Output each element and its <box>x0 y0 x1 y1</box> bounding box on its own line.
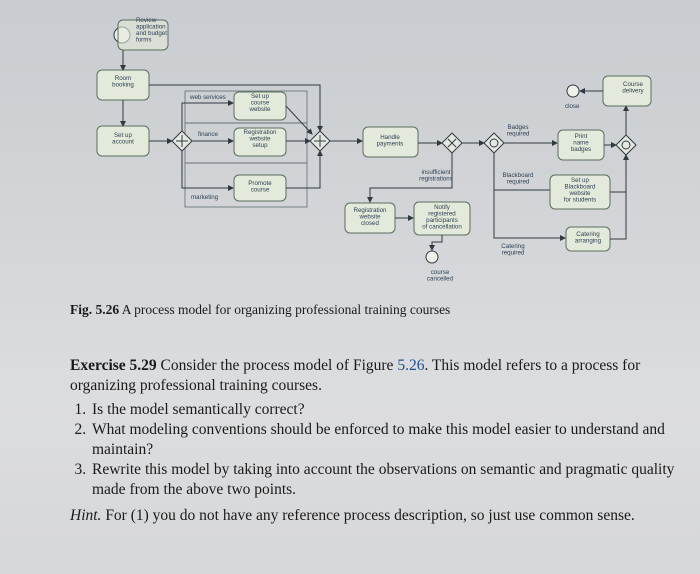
activity-handle-payments <box>362 126 419 158</box>
diagram-label-line: of cancellation <box>422 224 462 231</box>
parallel-join-gateway <box>309 130 331 152</box>
exclusive-gateway <box>441 132 463 154</box>
exercise-intro-after: . This model refers to a process for org… <box>70 357 641 394</box>
exercise-intro: Exercise 5.29 Consider the process model… <box>70 356 680 396</box>
diagram-label-line: website <box>569 190 592 197</box>
diagram-label-line: for students <box>564 197 596 204</box>
diagram-label-line: and budget <box>136 30 167 37</box>
exercise-figure-ref[interactable]: 5.26 <box>397 357 425 374</box>
figure-caption-text: A process model for organizing professio… <box>121 302 451 317</box>
diagram-label-line: arranging <box>575 238 602 245</box>
inclusive-join-gateway <box>615 134 637 156</box>
diagram-label-line: Set up <box>251 93 269 100</box>
diagram-label-line: Set up <box>114 132 132 139</box>
question-1: Is the model semantically correct? <box>90 400 680 420</box>
exercise-questions: Is the model semantically correct? What … <box>70 400 680 500</box>
diagram-label-line: required <box>507 131 530 138</box>
activity-registration-setup <box>233 127 287 157</box>
diagram-label-line: insufficient <box>421 169 450 176</box>
exercise-intro-before: Consider the process model of Figure <box>160 357 394 374</box>
lane-label-finance: finance <box>198 131 219 138</box>
diagram-label-line: participants <box>426 217 458 224</box>
exercise-hint: Hint. For (1) you do not have any refere… <box>70 506 680 526</box>
diagram-label-line: Registration <box>243 129 277 136</box>
diagram-label-line: website <box>249 106 272 113</box>
hint-label: Hint. <box>70 507 102 524</box>
end-event-close <box>566 84 580 98</box>
diagram-label-line: course <box>251 187 270 194</box>
diagram-label-line: cancelled <box>427 276 454 283</box>
diagram-label-line: course <box>431 269 450 276</box>
exercise-label: Exercise 5.29 <box>70 357 157 374</box>
diagram-label-line: Badges <box>508 124 529 131</box>
diagram-label-line: booking <box>112 82 134 89</box>
diagram-label-line: application <box>136 24 166 31</box>
diagram-label-line: registered <box>428 211 456 218</box>
exercise-block: Exercise 5.29 Consider the process model… <box>70 356 680 526</box>
diagram-label-line: registrations <box>419 176 453 183</box>
diagram-label-line: Course <box>623 81 644 88</box>
diagram-label-line: badges <box>571 146 591 153</box>
diagram-label-line: Blackboard <box>503 172 535 179</box>
diagram-label-line: required <box>502 250 525 257</box>
lane-label-web-services: web services <box>189 94 226 101</box>
lane-marketing <box>184 162 308 208</box>
figure-caption-label: Fig. 5.26 <box>70 302 120 317</box>
diagram-label-line: Handle <box>380 134 400 141</box>
hint-text: For (1) you do not have any reference pr… <box>105 507 635 524</box>
diagram-label-line: Blackboard <box>565 184 597 191</box>
diagram-label-line: Notify <box>434 204 451 211</box>
question-2: What modeling conventions should be enfo… <box>90 420 680 460</box>
diagram-label-line: payments <box>377 141 404 148</box>
diagram-label-line: forms <box>136 37 151 44</box>
diagram-label-line: setup <box>252 142 268 149</box>
diagram-label-line: Set up <box>571 177 589 184</box>
inclusive-split-gateway <box>483 132 505 154</box>
diagram-label-line: Print <box>575 133 588 140</box>
diagram-label-line: Review <box>136 17 157 24</box>
diagram-label-line: Catering <box>576 231 600 238</box>
figure-caption: Fig. 5.26 A process model for organizing… <box>70 302 450 318</box>
diagram-label-line: required <box>507 179 530 186</box>
diagram-label-line: closed <box>361 220 379 227</box>
label-close: close <box>565 103 580 110</box>
question-3: Rewrite this model by taking into accoun… <box>90 460 680 500</box>
lane-label-marketing: marketing <box>191 194 219 201</box>
diagram-label-line: Catering <box>501 243 525 250</box>
diagram-label-line: Promote <box>248 180 272 187</box>
activity-review-forms <box>117 19 169 51</box>
diagram-label-line: account <box>112 139 134 146</box>
diagram-label-line: website <box>249 136 272 143</box>
diagram-label-line: Registration <box>353 207 387 214</box>
end-event-course-cancelled <box>425 250 439 264</box>
diagram-label-line: Room <box>115 75 132 82</box>
parallel-split-gateway <box>171 130 193 152</box>
diagram-label-line: course <box>251 100 270 107</box>
diagram-label-line: delivery <box>622 88 644 95</box>
diagram-label-line: name <box>573 140 589 147</box>
diagram-label-line: website <box>359 214 382 221</box>
